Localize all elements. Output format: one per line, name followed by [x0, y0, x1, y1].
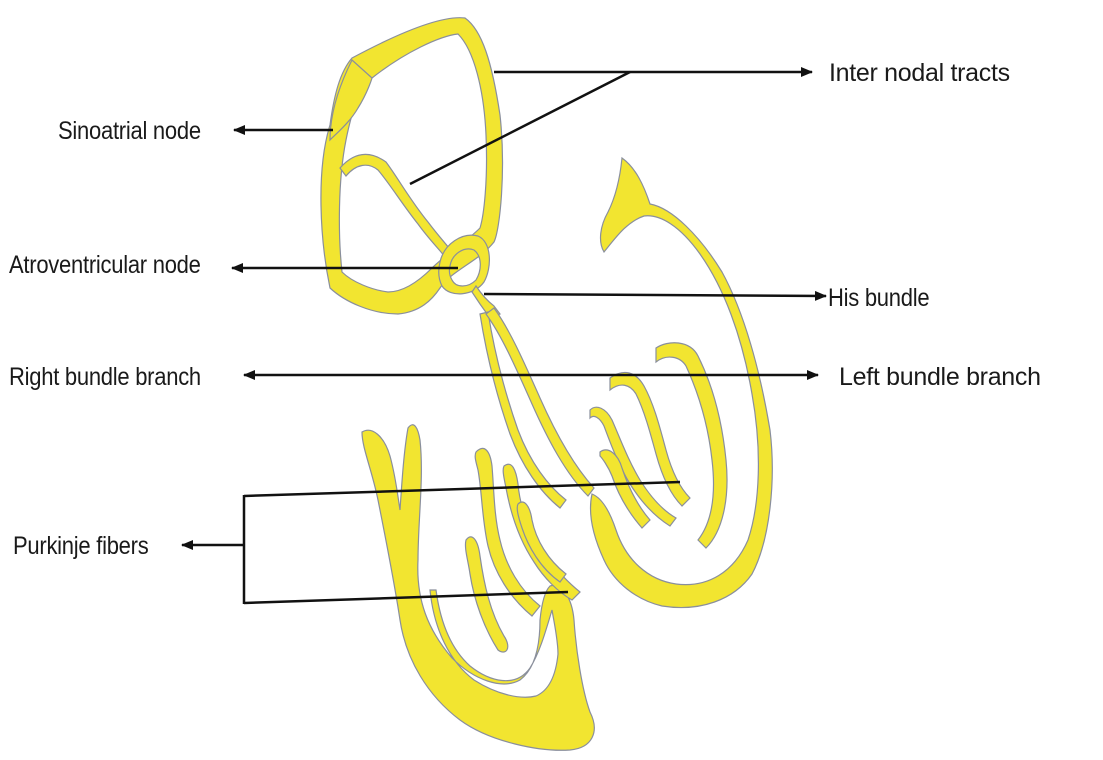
label-inter-nodal-tracts: Inter nodal tracts: [829, 61, 1010, 86]
label-his-bundle: His bundle: [828, 286, 929, 311]
label-purkinje-fibers: Purkinje fibers: [13, 534, 148, 559]
label-right-bundle-branch: Right bundle branch: [9, 365, 201, 390]
inter-nodal-leader-diagonal: [410, 72, 630, 184]
his-bundle-leader: [484, 294, 826, 296]
label-atrioventricular-node: Atroventricular node: [9, 253, 201, 278]
label-left-bundle-branch: Left bundle branch: [839, 365, 1041, 390]
purkinje-bracket-upper: [244, 482, 680, 496]
label-sinoatrial-node: Sinoatrial node: [58, 119, 201, 144]
conduction-tissue: [321, 18, 772, 751]
sinoatrial-node: [330, 60, 372, 140]
